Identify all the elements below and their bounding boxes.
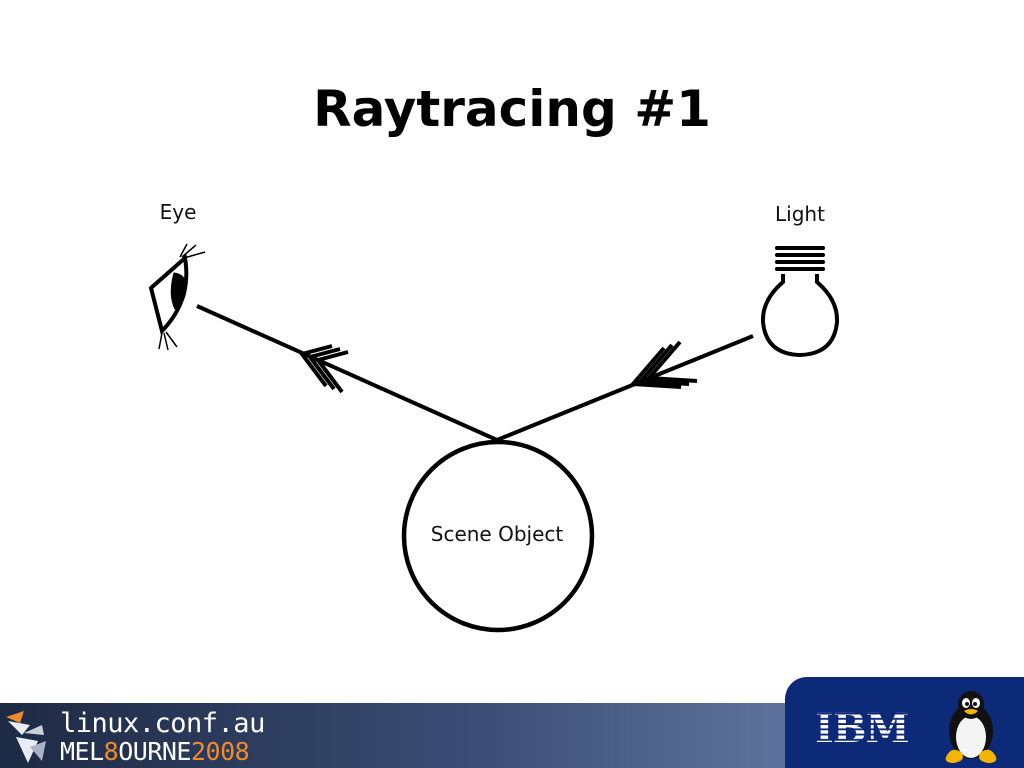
raytracing-diagram: Eye Light Scene Object bbox=[148, 200, 840, 633]
svg-text:IBM: IBM bbox=[815, 705, 909, 746]
light-label: Light bbox=[775, 202, 825, 226]
conference-name: linux.conf.au bbox=[60, 708, 265, 739]
sponsor-box: IBM bbox=[785, 677, 1024, 768]
conf-line2-part-c: OURNE bbox=[118, 737, 191, 766]
eye-label: Eye bbox=[160, 200, 197, 224]
conf-line2-part-d: 2008 bbox=[190, 737, 250, 766]
scene-object-circle bbox=[401, 439, 595, 633]
eye-icon bbox=[148, 243, 206, 351]
conference-logo-icon bbox=[6, 711, 46, 763]
slide-title: Raytracing #1 bbox=[313, 80, 711, 138]
light-ray bbox=[496, 334, 754, 442]
conf-line2-part-b: 8 bbox=[103, 737, 119, 766]
ibm-logo: IBM bbox=[815, 705, 910, 746]
conf-line2-part-a: MEL bbox=[60, 737, 104, 766]
conference-location: MEL8OURNE2008 bbox=[60, 737, 250, 766]
tux-penguin-icon bbox=[945, 691, 997, 763]
footer-bar: linux.conf.au MEL8OURNE2008 IBM bbox=[0, 677, 1024, 768]
eye-ray bbox=[196, 304, 498, 442]
lightbulb-icon bbox=[760, 246, 840, 358]
scene-object-label: Scene Object bbox=[431, 522, 564, 546]
